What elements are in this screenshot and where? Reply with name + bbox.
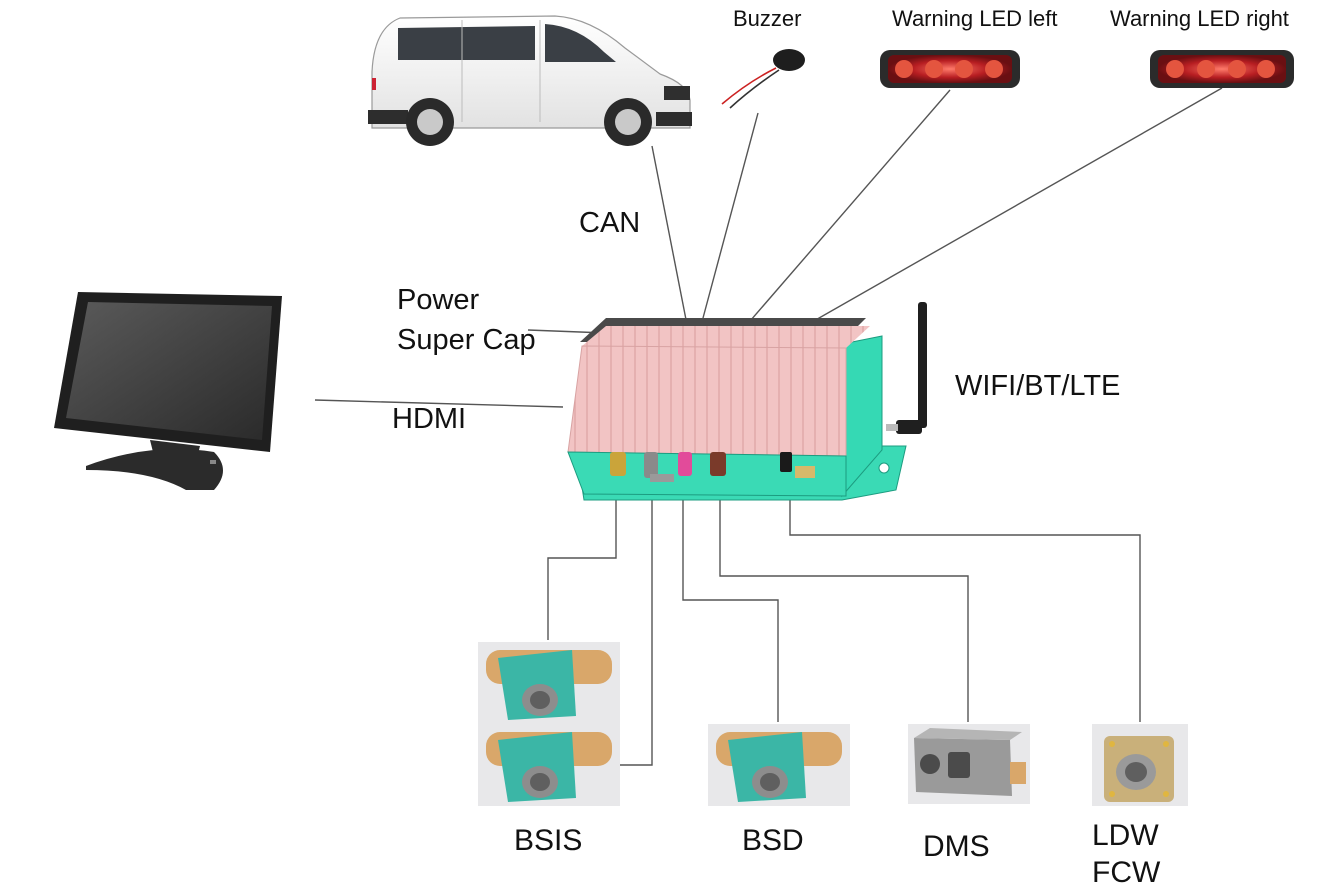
fcw-label: FCW xyxy=(1092,856,1161,889)
bsd-camera-icon xyxy=(708,724,850,806)
dms-label: DMS xyxy=(923,830,990,863)
bsd-label: BSD xyxy=(742,824,804,857)
hdmi-wire xyxy=(314,399,564,408)
dms-camera-icon xyxy=(908,724,1030,804)
warning-led-right-label: Warning LED right xyxy=(1110,6,1289,31)
buzzer-wire xyxy=(702,112,759,319)
warning-led-left-icon xyxy=(880,50,1020,88)
can-wire xyxy=(651,145,691,341)
bsis-camera-icon xyxy=(478,642,620,806)
monitor-icon xyxy=(54,292,282,490)
ecu-box-icon xyxy=(567,318,907,501)
ldw-fcw-wire xyxy=(789,470,1141,722)
warning-led-right-icon xyxy=(1150,50,1294,88)
bsd-wire xyxy=(682,490,779,722)
bsis-top-wire xyxy=(547,490,617,640)
ldw-fcw-camera-icon xyxy=(1092,724,1188,806)
super-cap-label: Super Cap xyxy=(397,324,536,356)
wireless-label: WIFI/BT/LTE xyxy=(955,370,1121,402)
can-label: CAN xyxy=(579,207,641,239)
van-icon xyxy=(368,15,692,146)
warning-led-left-label: Warning LED left xyxy=(892,6,1058,31)
bsis-label: BSIS xyxy=(514,824,583,857)
dms-wire xyxy=(719,490,969,722)
led-right-wire xyxy=(741,87,1223,363)
buzzer-label: Buzzer xyxy=(733,6,802,31)
hdmi-label: HDMI xyxy=(392,403,467,435)
power-label: Power xyxy=(397,284,480,316)
antenna-icon xyxy=(886,302,927,434)
buzzer-icon xyxy=(721,49,805,109)
bsis-bottom-wire xyxy=(620,490,653,766)
led-left-wire xyxy=(724,89,951,351)
ldw-label: LDW xyxy=(1092,819,1159,852)
wires xyxy=(314,87,1223,766)
